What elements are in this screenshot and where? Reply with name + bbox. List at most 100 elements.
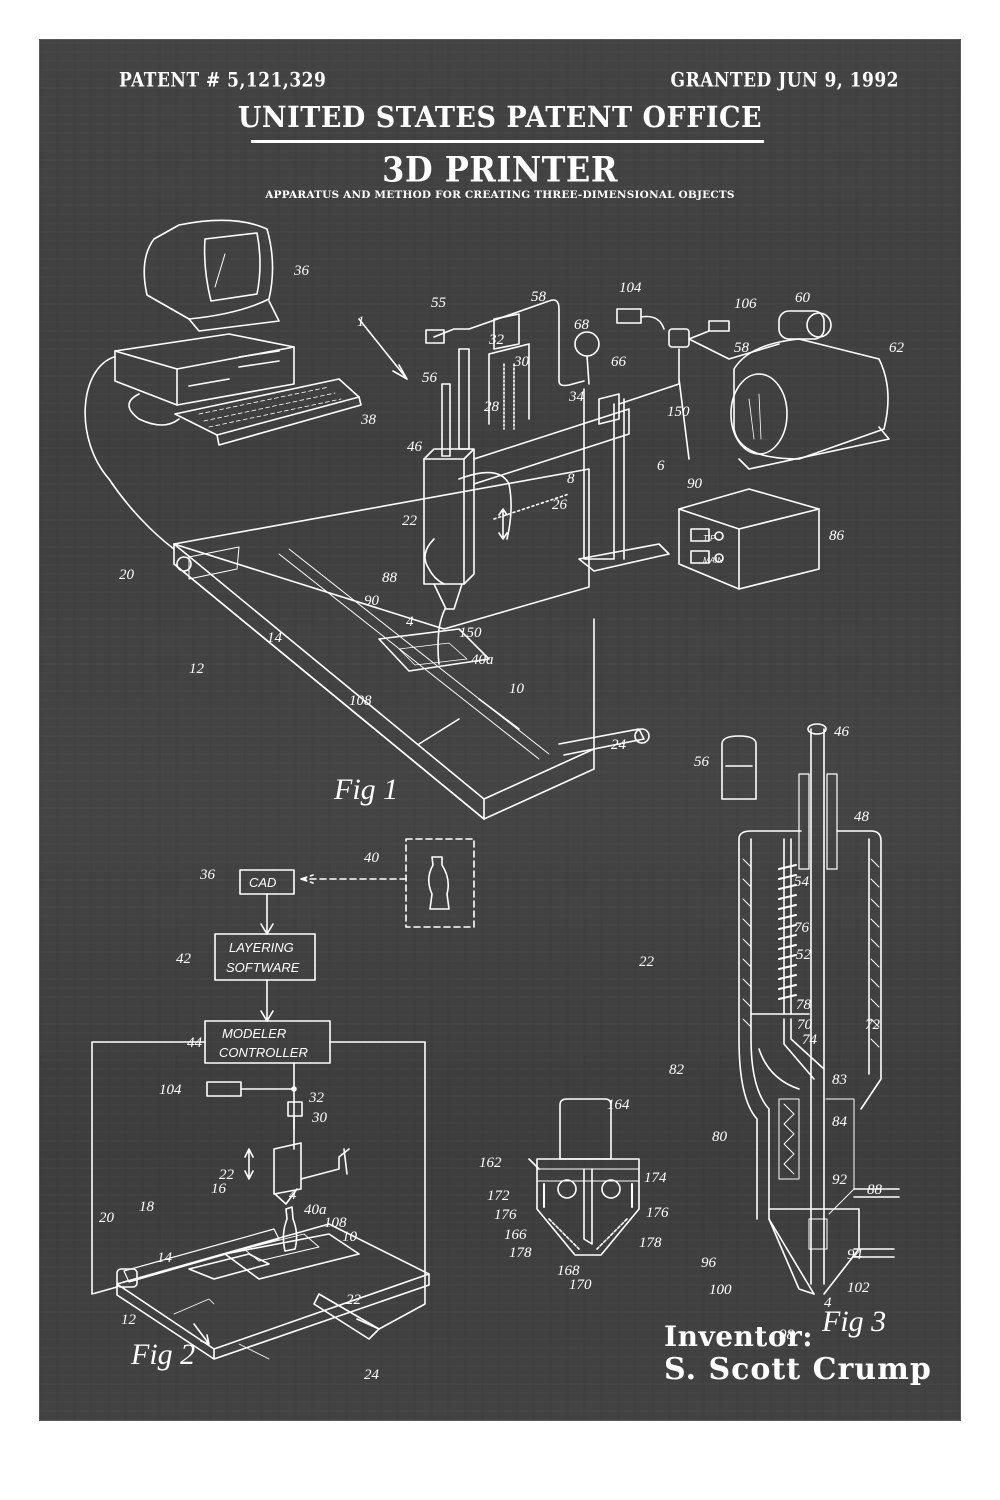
ref-label: 10 bbox=[342, 1229, 358, 1245]
ref-label: 16 bbox=[211, 1181, 227, 1197]
inventor-name: S. Scott Crump bbox=[664, 1352, 932, 1387]
ref-label: 92 bbox=[832, 1172, 848, 1188]
patent-number: PATENT # 5,121,329 bbox=[119, 69, 327, 92]
ref-label: 30 bbox=[513, 354, 530, 370]
ref-label: 40 bbox=[364, 850, 380, 866]
panel-main-label: MAIN bbox=[703, 556, 723, 565]
ref-label: 12 bbox=[121, 1312, 137, 1328]
ref-label: 40a bbox=[471, 652, 494, 668]
ref-label: 76 bbox=[794, 920, 810, 936]
ref-label: 12 bbox=[189, 661, 205, 677]
ref-label: 58 bbox=[531, 289, 547, 305]
ref-label: 168 bbox=[557, 1263, 580, 1279]
ref-label: 164 bbox=[607, 1097, 630, 1113]
ref-label: 82 bbox=[669, 1062, 685, 1078]
ref-label: 84 bbox=[832, 1114, 848, 1130]
compressor-icon bbox=[616, 308, 890, 470]
ref-label: 32 bbox=[488, 332, 505, 348]
figure-1-caption: Fig 1 bbox=[333, 773, 398, 806]
ref-label: 88 bbox=[382, 570, 398, 586]
ref-label: 22 bbox=[346, 1292, 362, 1308]
office-heading: UNITED STATES PATENT OFFICE bbox=[237, 101, 763, 135]
ref-label: 162 bbox=[479, 1155, 502, 1171]
ref-label: 72 bbox=[865, 1017, 881, 1033]
ref-label: 48 bbox=[854, 809, 870, 825]
ref-label: 10 bbox=[509, 681, 525, 697]
software-label: SOFTWARE bbox=[226, 960, 300, 975]
ref-label: 60 bbox=[795, 290, 811, 306]
ref-label: 26 bbox=[552, 497, 568, 513]
ref-label: 22 bbox=[402, 513, 418, 529]
ref-label: 178 bbox=[639, 1235, 662, 1251]
ref-label: 56 bbox=[694, 754, 710, 770]
ref-label: 32 bbox=[308, 1090, 325, 1106]
ref-label: 80 bbox=[712, 1129, 728, 1145]
ref-label: 78 bbox=[796, 997, 812, 1013]
computer-monitor-icon bbox=[143, 219, 280, 332]
ref-label: 18 bbox=[139, 1199, 155, 1215]
ref-label: 166 bbox=[504, 1227, 527, 1243]
patent-drawings: 36 38 1 55 58 32 30 28 56 46 34 68 66 10… bbox=[84, 219, 905, 1383]
patent-board: PATENT # 5,121,329 GRANTED JUN 9, 1992 U… bbox=[39, 39, 961, 1421]
ref-label: 94 bbox=[847, 1247, 863, 1263]
ref-label: 4 bbox=[824, 1295, 832, 1311]
ref-label: 30 bbox=[311, 1110, 328, 1126]
nozzle-detail-figure bbox=[528, 1098, 640, 1256]
figure-1-labels: 36 38 1 55 58 32 30 28 56 46 34 68 66 10… bbox=[119, 263, 905, 806]
ref-label: 172 bbox=[487, 1188, 510, 1204]
ref-label: 70 bbox=[797, 1017, 813, 1033]
computer-base-icon bbox=[84, 333, 295, 550]
figure-2-caption: Fig 2 bbox=[130, 1338, 195, 1371]
controller-label: CONTROLLER bbox=[219, 1045, 308, 1060]
ref-label: 14 bbox=[157, 1250, 173, 1266]
ref-label: 74 bbox=[802, 1032, 818, 1048]
ref-label: 170 bbox=[569, 1277, 592, 1293]
ref-label: 24 bbox=[611, 737, 627, 753]
ref-label: 108 bbox=[324, 1215, 347, 1231]
ref-label: 150 bbox=[667, 404, 690, 420]
ref-label: 8 bbox=[567, 471, 575, 487]
object-model-box bbox=[405, 838, 475, 928]
ref-label: 52 bbox=[796, 947, 812, 963]
layering-label: LAYERING bbox=[229, 940, 294, 955]
page-title: 3D PRINTER bbox=[382, 149, 618, 191]
ref-label: 178 bbox=[509, 1245, 532, 1261]
reference-arrow bbox=[358, 318, 408, 380]
ref-label: 102 bbox=[847, 1280, 870, 1296]
control-box-icon bbox=[678, 488, 820, 590]
inventor-label: Inventor: bbox=[664, 1320, 814, 1353]
ref-label: 24 bbox=[364, 1367, 380, 1383]
ref-label: 150 bbox=[459, 625, 482, 641]
ref-label: 66 bbox=[611, 354, 627, 370]
cad-label: CAD bbox=[249, 875, 276, 890]
ref-label: 104 bbox=[159, 1082, 182, 1098]
ref-label: 54 bbox=[794, 874, 810, 890]
ref-label: 68 bbox=[574, 317, 590, 333]
layering-software-block bbox=[214, 933, 316, 981]
ref-label: 36 bbox=[199, 867, 216, 883]
ref-label: 104 bbox=[619, 280, 642, 296]
modeler-label: MODELER bbox=[222, 1026, 286, 1041]
ref-label: 46 bbox=[834, 724, 850, 740]
figure-3-caption: Fig 3 bbox=[821, 1305, 886, 1338]
ref-label: 20 bbox=[99, 1210, 115, 1226]
ref-label: 46 bbox=[407, 439, 423, 455]
page-subtitle: APPARATUS AND METHOD FOR CREATING THREE-… bbox=[265, 189, 735, 201]
panel-tip-label: TIP bbox=[703, 534, 716, 543]
ref-label: 4 bbox=[406, 614, 414, 630]
figure-3-labels: 56 46 48 54 76 52 22 78 70 74 72 82 83 8… bbox=[639, 724, 886, 1343]
figure-1 bbox=[84, 219, 890, 820]
figure-3 bbox=[721, 723, 900, 1295]
ref-label: 1 bbox=[357, 314, 365, 330]
ref-label: 20 bbox=[119, 567, 135, 583]
ref-label: 44 bbox=[187, 1035, 203, 1051]
ref-label: 38 bbox=[360, 412, 377, 428]
ref-label: 83 bbox=[832, 1072, 847, 1088]
office-underline bbox=[251, 140, 764, 143]
ref-label: 90 bbox=[364, 593, 380, 609]
print-head-assembly bbox=[423, 299, 690, 610]
ref-label: 90 bbox=[687, 476, 703, 492]
ref-label: 28 bbox=[484, 399, 500, 415]
ref-label: 88 bbox=[867, 1182, 883, 1198]
nozzle-detail-labels: 164 162 174 172 176 176 166 178 178 168 … bbox=[479, 1097, 669, 1293]
